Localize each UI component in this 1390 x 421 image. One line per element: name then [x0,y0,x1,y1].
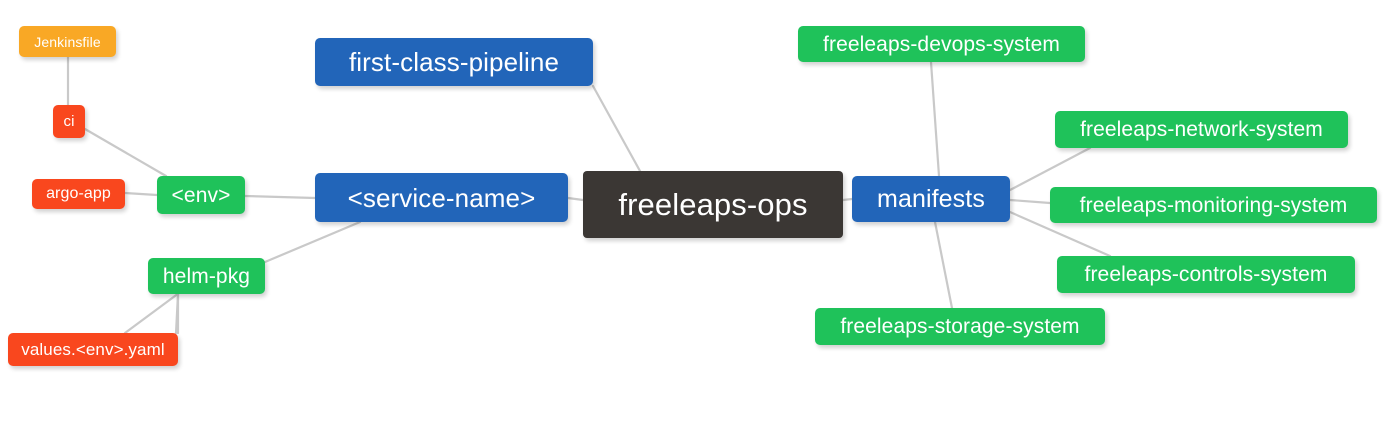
edge-service-name-helm-pkg [263,220,362,264]
node-ci[interactable]: ci [53,105,85,138]
node-label: freeleaps-network-system [1080,118,1323,141]
edge-manifests-storage-system [933,220,954,310]
node-label: freeleaps-controls-system [1084,263,1328,286]
node-manifests[interactable]: manifests [852,176,1010,222]
node-argo-app[interactable]: argo-app [32,179,125,209]
node-label: freeleaps-storage-system [840,315,1080,338]
node-freeleaps-network-system[interactable]: freeleaps-network-system [1055,111,1348,148]
node-label: Jenkinsfile [34,33,101,50]
edge-root-manifests [841,197,854,202]
node-label: <service-name> [347,182,536,213]
edge-helm-pkg-values-yaml-line [123,291,181,335]
edge-env-ci [83,127,168,178]
node-freeleaps-monitoring-system[interactable]: freeleaps-monitoring-system [1050,187,1377,223]
edge-manifests-monitoring-system [1008,198,1052,205]
node-helm-pkg[interactable]: helm-pkg [148,258,265,294]
edge-manifests-devops-system [929,60,941,178]
node-label: argo-app [46,185,111,202]
edge-root-service-name [566,196,585,202]
node-label: freeleaps-ops [618,187,808,222]
node-service-name[interactable]: <service-name> [315,173,568,222]
node-label: values.<env>.yaml [21,340,165,359]
node-freeleaps-controls-system[interactable]: freeleaps-controls-system [1057,256,1355,293]
node-label: freeleaps-devops-system [823,32,1060,56]
edge-env-argo-app [123,191,159,197]
node-label: first-class-pipeline [348,47,560,77]
node-label: <env> [171,183,231,207]
edge-service-name-env [243,194,317,200]
edge-helm-pkg-values-yaml [174,292,180,335]
node-label: manifests [877,184,985,213]
node-label: ci [63,113,75,130]
edge-manifests-network-system [1008,146,1092,192]
node-env[interactable]: <env> [157,176,245,214]
edge-root-first-class-pipeline [591,84,642,173]
node-freeleaps-devops-system[interactable]: freeleaps-devops-system [798,26,1085,62]
node-jenkinsfile[interactable]: Jenkinsfile [19,26,116,57]
node-values-yaml[interactable]: values.<env>.yaml [8,333,178,366]
node-label: helm-pkg [162,264,251,288]
node-first-class-pipeline[interactable]: first-class-pipeline [315,38,593,86]
node-freeleaps-storage-system[interactable]: freeleaps-storage-system [815,308,1105,345]
node-freeleaps-ops[interactable]: freeleaps-ops [583,171,843,238]
node-label: freeleaps-monitoring-system [1079,193,1348,217]
